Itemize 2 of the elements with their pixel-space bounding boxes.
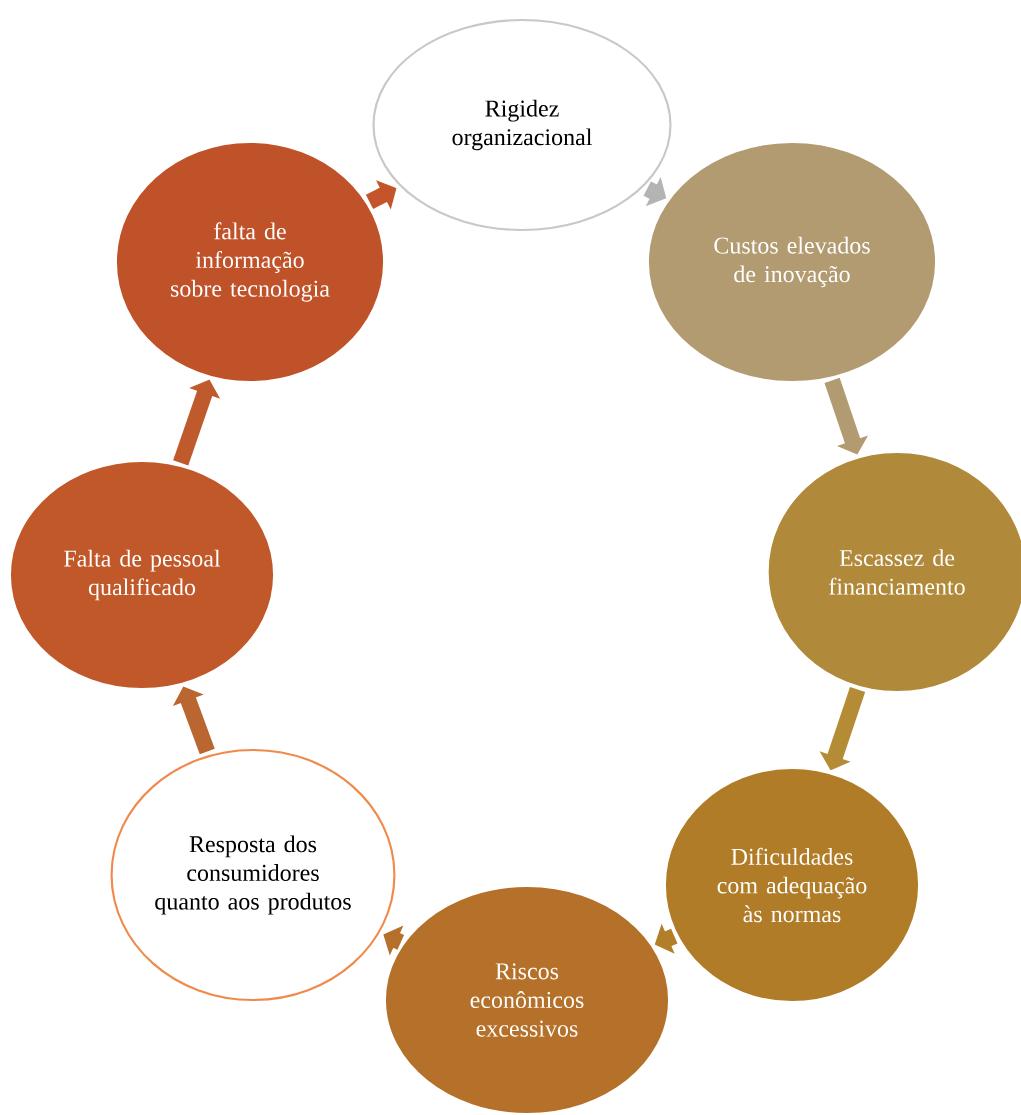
block-arrow — [172, 686, 215, 755]
block-arrow — [824, 377, 869, 455]
